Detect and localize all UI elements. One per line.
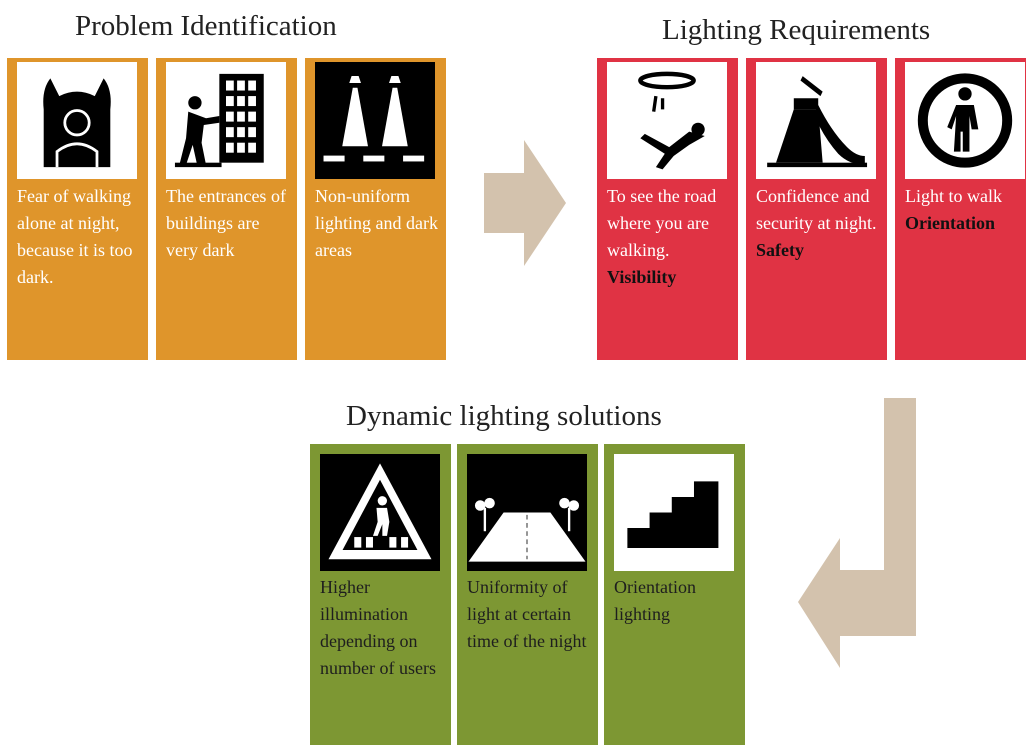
problem-section-title: Problem Identification (75, 10, 337, 42)
slide-icon (756, 62, 876, 179)
problem-card-entrances: The entrances of buildings are very dark (156, 58, 297, 360)
problem-card-nonuniform-text: Non-uniform lighting and dark areas (315, 186, 438, 260)
street-lamps-icon (315, 62, 435, 179)
pedestrian-circle-icon (905, 62, 1025, 179)
stairs-icon (614, 454, 734, 571)
solution-card-orientation-text: Orientation lighting (614, 577, 696, 624)
problem-card-fear-text: Fear of walking alone at night, because … (17, 186, 133, 287)
problem-card-fear: Fear of walking alone at night, because … (7, 58, 148, 360)
requirement-orientation-desc: Light to walk (905, 186, 1002, 206)
requirement-orientation-label: Orientation (905, 213, 995, 233)
falling-person-icon (607, 62, 727, 179)
solution-card-illumination: Higher illumination depending on number … (310, 444, 451, 745)
problem-card-nonuniform: Non-uniform lighting and dark areas (305, 58, 446, 360)
lit-road-icon (467, 454, 587, 571)
requirement-visibility-label: Visibility (607, 267, 677, 287)
requirement-safety-desc: Confidence and security at night. (756, 186, 877, 233)
requirement-card-safety-text: Confidence and security at night. Safety (756, 183, 883, 264)
requirements-section-title: Lighting Requirements (662, 14, 931, 46)
problem-card-entrances-text: The entrances of buildings are very dark (166, 186, 286, 260)
solution-card-orientation: Orientation lighting (604, 444, 745, 745)
solution-card-illumination-text: Higher illumination depending on number … (320, 577, 436, 678)
requirement-card-safety: Confidence and security at night. Safety (746, 58, 887, 360)
solutions-section-title: Dynamic lighting solutions (346, 400, 662, 432)
requirement-card-visibility-text: To see the road where you are walking. V… (607, 183, 734, 291)
requirement-visibility-desc: To see the road where you are walking. (607, 186, 717, 260)
monster-icon (17, 62, 137, 179)
right-arrow-icon (484, 140, 566, 266)
solution-card-uniformity-text: Uniformity of light at certain time of t… (467, 577, 587, 651)
requirement-card-orientation: Light to walk Orientation (895, 58, 1026, 360)
down-left-arrow-icon (798, 398, 916, 668)
solution-card-uniformity: Uniformity of light at certain time of t… (457, 444, 598, 745)
requirement-card-visibility: To see the road where you are walking. V… (597, 58, 738, 360)
requirement-safety-label: Safety (756, 240, 804, 260)
requirement-card-orientation-text: Light to walk Orientation (905, 183, 1026, 237)
door-entry-icon (166, 62, 286, 179)
crosswalk-icon (320, 454, 440, 571)
